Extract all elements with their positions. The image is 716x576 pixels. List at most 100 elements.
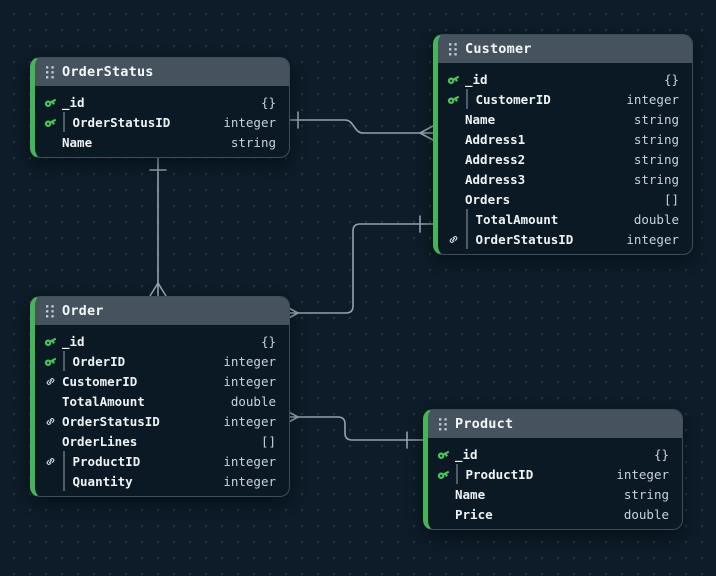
field-type: integer [223, 473, 276, 489]
field-type: double [623, 506, 669, 522]
key-icon [42, 114, 58, 130]
relationship-path[interactable] [297, 416, 424, 441]
field-type: integer [223, 114, 276, 130]
drag-handle-icon[interactable] [435, 416, 451, 432]
relationship-orderstatus-customer[interactable] [283, 111, 434, 141]
relationship-path[interactable] [297, 223, 434, 314]
field-name: TotalAmount [475, 211, 559, 227]
field-type: integer [223, 353, 276, 369]
field-name: Name [62, 134, 93, 150]
field-type: integer [223, 453, 276, 469]
icon-spacer [42, 134, 58, 150]
field-row-address1[interactable]: Address1 string [438, 129, 692, 149]
key-icon [435, 466, 451, 482]
field-row-_id[interactable]: _id {} [428, 444, 682, 464]
table-title: OrderStatus [62, 64, 154, 80]
link-icon [42, 453, 58, 469]
field-name: TotalAmount [62, 393, 145, 409]
field-row-orderlines[interactable]: OrderLines [] [35, 431, 289, 451]
tree-indent-line [63, 471, 65, 491]
field-type: double [633, 211, 679, 227]
table-header[interactable]: Product [428, 410, 682, 438]
field-type: integer [626, 231, 679, 247]
table-header[interactable]: Customer [438, 35, 692, 63]
field-type: {} [653, 446, 669, 462]
field-row-orderstatusid[interactable]: OrderStatusID integer [35, 112, 289, 132]
field-row-price[interactable]: Price double [428, 504, 682, 524]
field-name: OrderLines [62, 433, 138, 449]
table-header[interactable]: Order [35, 297, 289, 325]
icon-spacer [445, 111, 461, 127]
icon-spacer [445, 131, 461, 147]
field-name: CustomerID [62, 373, 138, 389]
field-type: {} [260, 94, 276, 110]
key-icon [445, 91, 461, 107]
field-row-_id[interactable]: _id{} [438, 69, 692, 89]
field-type: integer [223, 373, 276, 389]
icon-spacer [445, 151, 461, 167]
field-type: string [633, 151, 679, 167]
table-title: Customer [465, 41, 532, 57]
key-icon [42, 353, 58, 369]
field-name: _id [62, 94, 85, 110]
table-title: Order [62, 303, 104, 319]
field-row-name[interactable]: Name string [35, 132, 289, 152]
field-row-customerid[interactable]: CustomerID integer [35, 371, 289, 391]
field-type: integer [616, 466, 669, 482]
field-row-orders[interactable]: Orders[] [438, 189, 692, 209]
drag-handle-icon[interactable] [42, 64, 58, 80]
field-name: Name [455, 486, 486, 502]
field-type: string [633, 171, 679, 187]
field-name: Address1 [465, 131, 526, 147]
field-row-_id[interactable]: _id{} [35, 331, 289, 351]
field-row-_id[interactable]: _id {} [35, 92, 289, 112]
relationship-path[interactable] [283, 119, 421, 134]
field-row-totalamount[interactable]: TotalAmount double [438, 209, 692, 229]
key-icon [445, 71, 461, 87]
field-row-productid[interactable]: ProductID integer [35, 451, 289, 471]
icon-spacer [42, 433, 58, 449]
drag-handle-icon[interactable] [42, 303, 58, 319]
drag-handle-icon[interactable] [445, 41, 461, 57]
field-name: _id [455, 446, 478, 462]
field-type: string [633, 131, 679, 147]
field-type: integer [626, 91, 679, 107]
field-name: _id [465, 71, 488, 87]
table-header[interactable]: OrderStatus [35, 58, 289, 86]
field-name: OrderStatusID [62, 413, 160, 429]
relationship-orderstatus-order[interactable] [149, 157, 167, 297]
field-name: OrderStatusID [72, 114, 171, 130]
field-name: ProductID [72, 453, 141, 469]
field-type: [] [260, 433, 276, 449]
cardinality-many-crowfoot [419, 125, 434, 134]
tree-indent-line [466, 89, 468, 109]
field-type: string [230, 134, 276, 150]
key-icon [42, 333, 58, 349]
icon-spacer [42, 473, 58, 489]
relationship-order-product[interactable] [284, 409, 424, 449]
field-name: Price [455, 506, 493, 522]
relationship-order-customer[interactable] [284, 215, 434, 321]
tree-indent-line [466, 209, 468, 229]
link-icon [445, 231, 461, 247]
table-title: Product [455, 416, 514, 432]
